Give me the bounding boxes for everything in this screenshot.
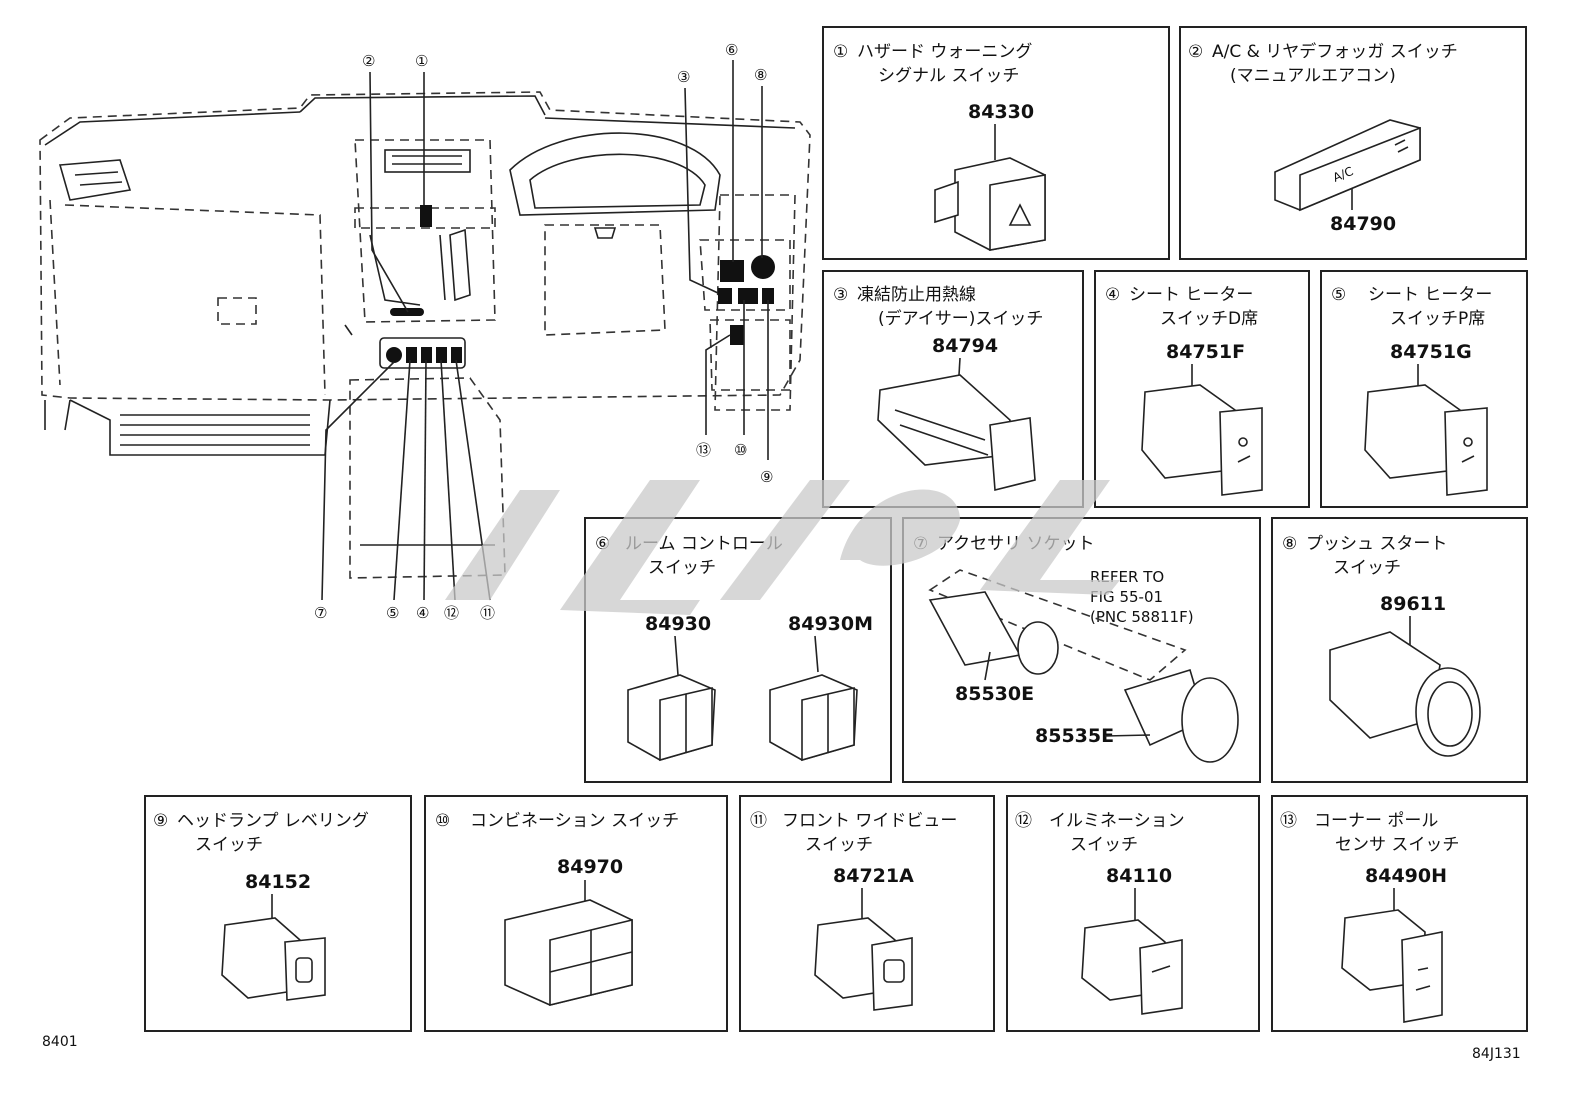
callout-leaders xyxy=(321,60,769,601)
panel-10-num: ⑩ xyxy=(435,811,450,831)
watermark-logo xyxy=(445,480,1120,615)
panel-12-title-2: スイッチ xyxy=(1070,835,1138,855)
panel-9-part: 84152 xyxy=(245,871,311,893)
panel-2-ac-defogger-switch: ② A/C & リヤデフォッガ スイッチ (マニュアルエアコン) 84790 A… xyxy=(1179,26,1527,260)
panel-11-front-wide-view: ⑪ フロント ワイドビュー スイッチ 84721A xyxy=(739,795,995,1032)
panel-4-part: 84751F xyxy=(1166,341,1245,363)
panel-8-push-start-switch: ⑧ プッシュ スタート スイッチ 89611 xyxy=(1271,517,1528,783)
panel-4-title-1: シート ヒーター xyxy=(1129,285,1253,305)
panel-11-title-1: フロント ワイドビュー xyxy=(782,811,957,831)
panel-5-seat-heater-p: ⑤ シート ヒーター スイッチP席 84751G xyxy=(1320,270,1528,508)
panel-3-title-1: 凍結防止用熱線 xyxy=(857,285,976,305)
panel-2-num: ② xyxy=(1188,42,1203,62)
panel-2-part: 84790 xyxy=(1330,213,1396,235)
callout-10: ⑩ xyxy=(734,441,747,459)
panel-9-num: ⑨ xyxy=(153,811,168,831)
panel-6-part-b: 84930M xyxy=(788,613,873,635)
panel-5-num: ⑤ xyxy=(1331,285,1346,305)
panel-5-title-2: スイッチP席 xyxy=(1390,309,1485,329)
panel-8-part: 89611 xyxy=(1380,593,1446,615)
panel-13-title-2: センサ スイッチ xyxy=(1335,835,1459,855)
panel-10-part: 84970 xyxy=(557,856,623,878)
callout-11: ⑪ xyxy=(480,604,495,622)
panel-9-title-2: スイッチ xyxy=(195,835,263,855)
panel-12-num: ⑫ xyxy=(1015,811,1032,831)
panel-7-accessory-socket: ⑦ アクセサリ ソケット REFER TO FIG 55-01 (PNC 588… xyxy=(902,517,1261,783)
panel-12-title-1: イルミネーション xyxy=(1049,811,1185,831)
panel-5-part: 84751G xyxy=(1390,341,1472,363)
panel-3-part: 84794 xyxy=(932,335,998,357)
callout-numbers: ② ① ③ ⑥ ⑧ ⑬ ⑩ ⑨ ⑦ ⑤ ④ ⑫ ⑪ xyxy=(314,41,773,622)
page-code-left: 8401 xyxy=(42,1034,78,1050)
dashboard-overview xyxy=(39,91,811,579)
callout-4: ④ xyxy=(416,604,429,622)
panel-8-num: ⑧ xyxy=(1282,534,1297,554)
panel-3-num: ③ xyxy=(833,285,848,305)
panel-13-corner-pole-sensor: ⑬ コーナー ポール センサ スイッチ 84490H xyxy=(1271,795,1528,1032)
panel-2-title-1: A/C & リヤデフォッガ スイッチ xyxy=(1212,41,1458,62)
panel-13-num: ⑬ xyxy=(1280,811,1297,831)
panel-7-part-b: 85535E xyxy=(1035,725,1114,747)
callout-3: ③ xyxy=(677,68,690,86)
panel-1-part: 84330 xyxy=(968,101,1034,123)
panel-11-part: 84721A xyxy=(833,865,914,887)
callout-9: ⑨ xyxy=(760,468,773,486)
panel-6-title-2: スイッチ xyxy=(648,558,716,578)
panel-3-deicer-switch: ③ 凍結防止用熱線 (デアイサー)スイッチ 84794 xyxy=(822,270,1084,508)
panel-3-title-2: (デアイサー)スイッチ xyxy=(878,308,1043,329)
callout-6: ⑥ xyxy=(725,41,738,59)
panel-13-title-1: コーナー ポール xyxy=(1314,811,1438,831)
panel-1-title-1: ハザード ウォーニング xyxy=(857,42,1032,62)
panel-12-part: 84110 xyxy=(1106,865,1172,887)
panel-11-num: ⑪ xyxy=(750,811,767,831)
callout-13: ⑬ xyxy=(696,441,711,459)
panel-4-title-2: スイッチD席 xyxy=(1160,309,1258,329)
panel-9-title-1: ヘッドランプ レベリング xyxy=(177,811,369,831)
panel-1-num: ① xyxy=(833,42,848,62)
panel-13-part: 84490H xyxy=(1365,865,1447,887)
callout-5: ⑤ xyxy=(386,604,399,622)
panel-7-refer-3: (PNC 58811F) xyxy=(1090,608,1194,626)
callout-1: ① xyxy=(415,52,428,70)
panel-6-room-control-switch: ⑥ ルーム コントロール スイッチ 84930 84930M xyxy=(584,517,892,783)
panel-2-title-2: (マニュアルエアコン) xyxy=(1230,66,1396,86)
panel-9-headlamp-leveling: ⑨ ヘッドランプ レベリング スイッチ 84152 xyxy=(144,795,412,1032)
panel-8-title-1: プッシュ スタート xyxy=(1306,534,1447,554)
panel-5-title-1: シート ヒーター xyxy=(1368,285,1492,305)
panel-12-illumination-switch: ⑫ イルミネーション スイッチ 84110 xyxy=(1006,795,1260,1032)
callout-12: ⑫ xyxy=(444,604,459,622)
callout-2: ② xyxy=(362,52,375,70)
panel-4-seat-heater-d: ④ シート ヒーター スイッチD席 84751F xyxy=(1094,270,1310,508)
panel-7-part-a: 85530E xyxy=(955,683,1034,705)
panel-1-title-2: シグナル スイッチ xyxy=(878,66,1019,86)
panel-4-num: ④ xyxy=(1105,285,1120,305)
panel-8-title-2: スイッチ xyxy=(1333,558,1401,578)
panel-10-combination-switch: ⑩ コンビネーション スイッチ 84970 xyxy=(424,795,728,1032)
panel-1-hazard-switch: ① ハザード ウォーニング シグナル スイッチ 84330 xyxy=(822,26,1170,260)
callout-7: ⑦ xyxy=(314,604,327,622)
panel-6-part-a: 84930 xyxy=(645,613,711,635)
panel-11-title-2: スイッチ xyxy=(805,835,873,855)
page-code-right: 84J131 xyxy=(1472,1046,1521,1062)
panel-6-title-1: ルーム コントロール xyxy=(625,534,783,554)
panel-10-title-1: コンビネーション スイッチ xyxy=(470,811,679,831)
callout-8: ⑧ xyxy=(754,66,767,84)
